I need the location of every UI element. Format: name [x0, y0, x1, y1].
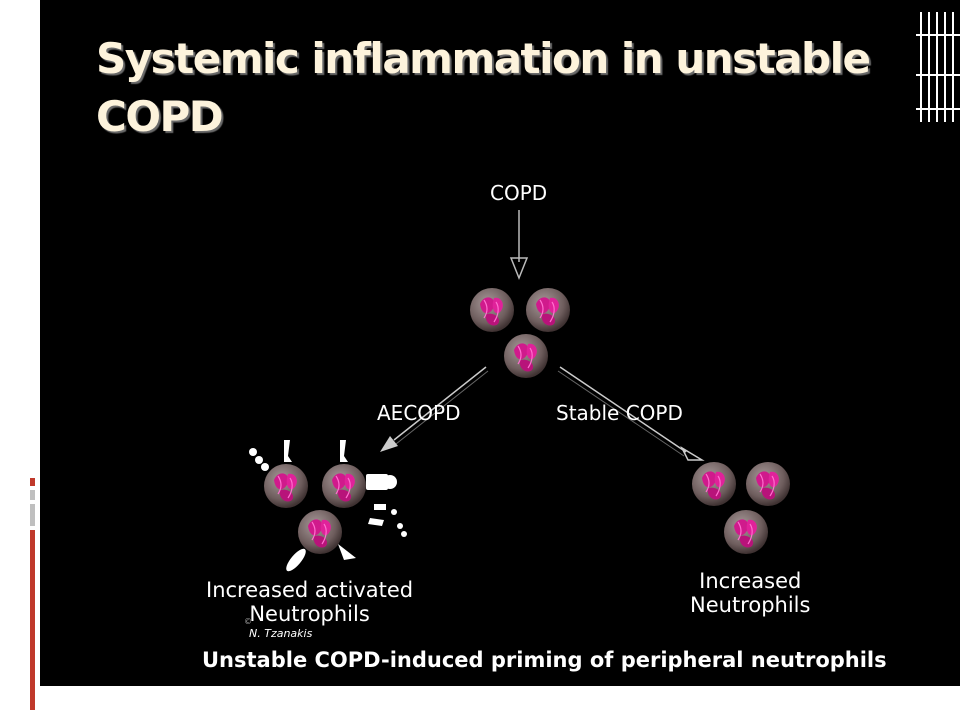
neutrophil-cell-icon — [503, 333, 549, 379]
activation-markers — [249, 440, 407, 572]
arrow-down-icon — [509, 210, 529, 281]
neutrophil-cell-icon — [321, 463, 367, 509]
aecopd-label: AECOPD — [377, 401, 461, 425]
copd-label: COPD — [490, 181, 548, 205]
neutrophil-cell-icon — [723, 509, 769, 555]
side-bar-red — [30, 478, 35, 486]
corner-decoration — [916, 12, 960, 122]
slide-title: Systemic inflammation in unstable COPD — [96, 34, 871, 141]
stable-copd-label: Stable COPD — [556, 401, 683, 425]
author-credit: N. Tzanakis — [249, 627, 313, 640]
slide-canvas: Systemic inflammation in unstable COPD — [40, 0, 960, 686]
neutrophil-cell-icon — [745, 461, 791, 507]
neutrophil-cell-icon — [263, 463, 309, 509]
side-bar-grey — [30, 504, 35, 526]
neutrophil-cell-icon — [297, 509, 343, 555]
arrow-right-branch-icon — [557, 366, 705, 461]
activated-neutrophils-line-2: Neutrophils — [249, 602, 370, 626]
copyright-mark: © — [244, 617, 252, 626]
increased-neutrophils-line-2: Neutrophils — [690, 593, 811, 617]
increased-neutrophils-label: Increased Neutrophils — [690, 569, 810, 617]
activated-neutrophils-line-1: Increased activated — [206, 578, 414, 602]
neutrophil-diagram — [249, 210, 791, 572]
arrow-left-branch-icon — [380, 366, 489, 452]
neutrophil-cell-icon — [525, 287, 571, 333]
neutrophil-cell-icon — [469, 287, 515, 333]
side-strip — [0, 0, 40, 720]
side-bar-red — [30, 530, 35, 710]
neutrophil-cell-icon — [691, 461, 737, 507]
activated-neutrophils-label: Increased activated Neutrophils — [206, 578, 413, 626]
side-bar-grey — [30, 490, 35, 500]
increased-neutrophils-line-1: Increased — [699, 569, 802, 593]
slide-caption: Unstable COPD-induced priming of periphe… — [202, 648, 887, 672]
